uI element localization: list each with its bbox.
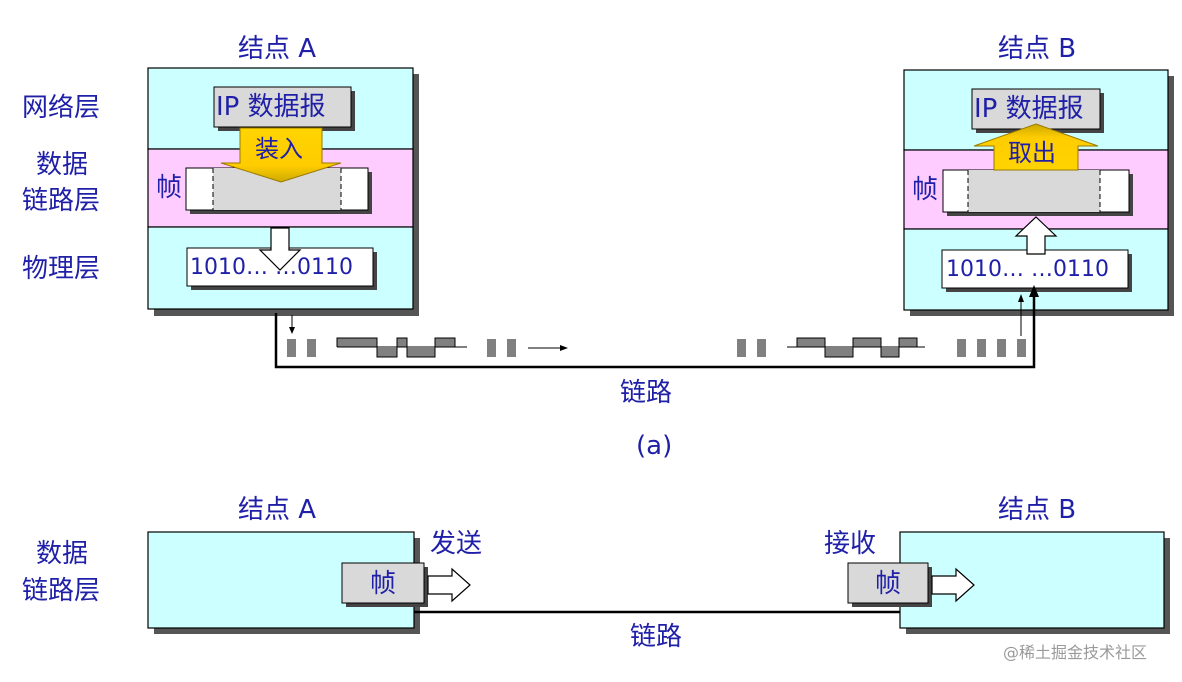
link-line-a (274, 285, 1039, 369)
send-arrow (427, 567, 471, 603)
layer-label-network: 网络层 (22, 93, 101, 123)
layer-label-datalink-2: 链路层 (22, 186, 101, 216)
frame-box-a-b (341, 562, 428, 607)
frame-label-b: 帧 (912, 175, 939, 205)
bits-box-b (941, 249, 1132, 292)
link-label-a: 链路 (620, 378, 673, 408)
watermark: @稀土掘金技术社区 (1003, 643, 1148, 662)
extract-label: 取出 (1008, 139, 1056, 167)
bit-blocks-right (737, 339, 1026, 357)
frame-label-b-b: 帧 (875, 569, 902, 599)
ip-datagram-label-b: IP 数据报 (974, 94, 1084, 124)
frame-to-bits-arrow-a (258, 227, 302, 271)
node-a-title-b: 结点 A (238, 495, 317, 525)
frame-label-a-b: 帧 (370, 569, 397, 599)
caption-a: (a) (636, 431, 673, 461)
layer-label-datalink-1: 数据 (36, 150, 89, 180)
bits-label-a: 1010… …0110 (190, 255, 353, 280)
layer-label-physical: 物理层 (22, 254, 101, 284)
extract-arrow (973, 123, 1099, 171)
frame-label-a: 帧 (156, 173, 183, 203)
send-label: 发送 (430, 529, 483, 559)
bits-to-frame-arrow-b (1014, 216, 1058, 255)
encapsulate-label: 装入 (255, 135, 303, 163)
node-b-title: 结点 B (998, 34, 1077, 64)
receive-arrow (931, 567, 975, 603)
ip-datagram-a (213, 86, 355, 131)
frame-box-b-b (847, 562, 932, 607)
layer-label-datalink-2-b: 链路层 (22, 576, 101, 606)
receive-label: 接收 (824, 529, 877, 559)
node-a-title: 结点 A (238, 34, 317, 64)
bits-label-b: 1010… …0110 (946, 257, 1109, 282)
signal-waveform-left (336, 337, 467, 358)
bit-blocks-left (287, 339, 516, 357)
signal-waveform-right (787, 337, 925, 358)
node-b-title-b: 结点 B (998, 495, 1077, 525)
ip-datagram-label-a: IP 数据报 (216, 92, 326, 122)
encapsulate-arrow (220, 127, 342, 183)
link-label-b: 链路 (630, 622, 683, 652)
frame-b (942, 169, 1133, 216)
bit-flow-arrows (289, 294, 1024, 351)
layer-label-datalink-1-b: 数据 (36, 539, 89, 569)
